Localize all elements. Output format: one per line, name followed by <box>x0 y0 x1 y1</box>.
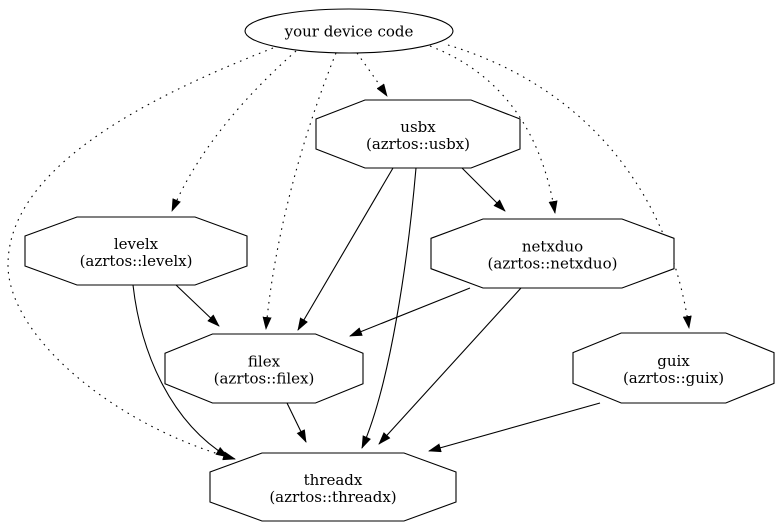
netxduo-sublabel: (azrtos::netxduo) <box>488 255 618 273</box>
node-levelx: levelx(azrtos::levelx) <box>24 216 248 286</box>
node-guix: guix(azrtos::guix) <box>572 332 775 404</box>
edge-guix-to-threadx <box>428 402 601 453</box>
threadx-label: threadx <box>304 471 363 489</box>
edge-levelx-to-threadx <box>132 284 229 458</box>
node-usbx: usbx(azrtos::usbx) <box>315 99 521 169</box>
edge-usbx-to-filex <box>297 167 394 331</box>
your-device-code-ellipse-shape <box>244 8 454 54</box>
edge-your-device-code-to-netxduo <box>429 45 558 214</box>
node-your-device-code: your device code <box>244 8 454 54</box>
netxduo-label: netxduo <box>522 238 583 256</box>
usbx-label: usbx <box>400 118 436 136</box>
edge-your-device-code-to-threadx <box>7 47 274 461</box>
edge-your-device-code-to-filex <box>262 52 337 330</box>
edge-netxduo-to-threadx <box>378 287 522 445</box>
usbx-octagon-shape <box>315 99 521 169</box>
filex-label: filex <box>248 353 281 371</box>
levelx-sublabel: (azrtos::levelx) <box>80 252 193 270</box>
filex-octagon-shape <box>164 333 364 404</box>
guix-sublabel: (azrtos::guix) <box>623 369 724 387</box>
levelx-label: levelx <box>114 235 159 253</box>
edge-netxduo-to-filex <box>349 287 471 337</box>
guix-label: guix <box>657 352 690 370</box>
edge-your-device-code-to-guix <box>447 44 692 329</box>
threadx-sublabel: (azrtos::threadx) <box>269 488 396 506</box>
edge-usbx-to-netxduo <box>461 167 506 212</box>
your-device-code-label: your device code <box>284 23 414 41</box>
edge-your-device-code-to-usbx <box>356 52 388 97</box>
edge-usbx-to-threadx <box>361 167 417 449</box>
node-filex: filex(azrtos::filex) <box>164 333 364 404</box>
node-threadx: threadx(azrtos::threadx) <box>209 452 457 522</box>
node-netxduo: netxduo(azrtos::netxduo) <box>430 218 675 289</box>
guix-octagon-shape <box>572 332 775 404</box>
filex-sublabel: (azrtos::filex) <box>214 370 315 388</box>
threadx-octagon-shape <box>209 452 457 522</box>
levelx-octagon-shape <box>24 216 248 286</box>
usbx-sublabel: (azrtos::usbx) <box>366 135 470 153</box>
edge-levelx-to-filex <box>175 284 220 327</box>
edge-your-device-code-to-levelx <box>171 50 297 212</box>
edge-filex-to-threadx <box>286 402 307 443</box>
netxduo-octagon-shape <box>430 218 675 289</box>
